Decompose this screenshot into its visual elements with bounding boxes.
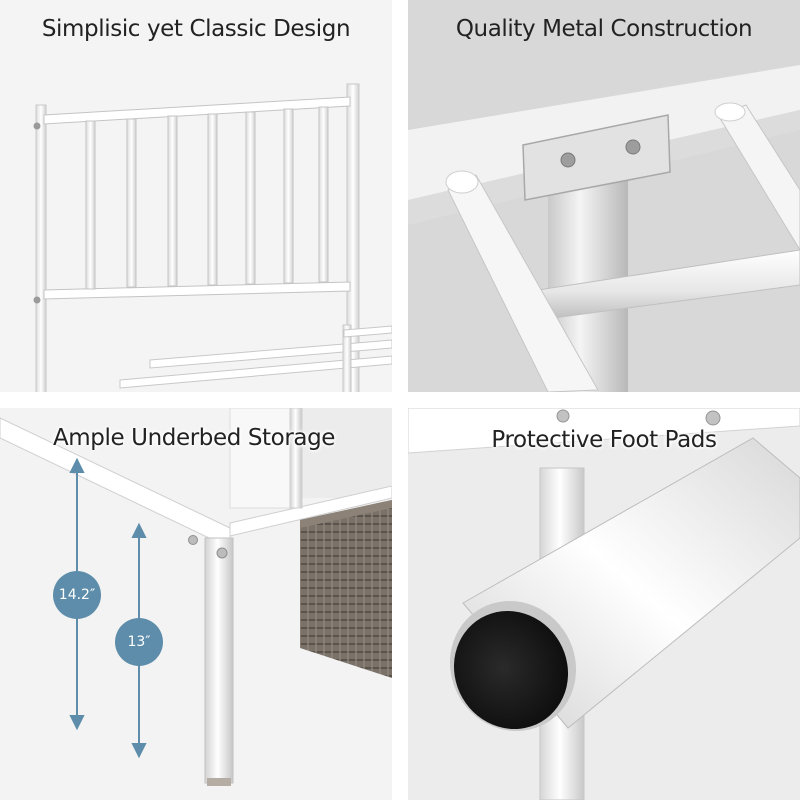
measurement-total-height-badge: 14.2″ — [53, 571, 101, 619]
panel-construction: Quality Metal Construction — [408, 0, 800, 392]
caption-construction: Quality Metal Construction — [455, 16, 753, 42]
metal-joint-illustration — [408, 0, 800, 392]
caption-storage: Ample Underbed Storage — [52, 425, 336, 451]
caption-foot-pads: Protective Foot Pads — [491, 427, 717, 453]
headboard-illustration — [0, 0, 392, 392]
panel-storage: 14.2″ 13″ Ample Underbed Storage — [0, 408, 392, 800]
foot-pad-illustration — [408, 408, 800, 800]
panel-foot-pads: Protective Foot Pads — [408, 408, 800, 800]
underbed-illustration — [0, 408, 392, 800]
measurement-clearance-badge: 13″ — [115, 618, 163, 666]
panel-headboard: Simplisic yet Classic Design — [0, 0, 392, 392]
horizontal-divider — [0, 392, 800, 408]
caption-design: Simplisic yet Classic Design — [41, 16, 351, 42]
foot-pad — [453, 610, 569, 730]
